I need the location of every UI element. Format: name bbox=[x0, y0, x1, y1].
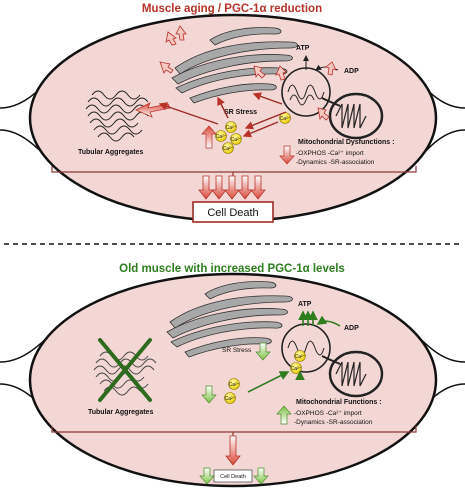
bottom-adp-label: ADP bbox=[344, 325, 359, 332]
bottom-title: Old muscle with increased PGC-1α levels bbox=[119, 263, 345, 275]
top-ca-increase-arrow bbox=[201, 125, 217, 149]
bottom-mitochondrion bbox=[281, 323, 384, 398]
top-bracket bbox=[51, 166, 417, 173]
top-cell-death-label: Cell Death bbox=[207, 207, 258, 219]
top-mito-down-arrow bbox=[279, 145, 295, 165]
top-ca-label: Ca²⁺ bbox=[226, 125, 237, 131]
top-mito-stress-arrows bbox=[275, 61, 337, 121]
top-sr-stress-label: SR Stress bbox=[224, 109, 257, 116]
top-arrow-ca-to-sr bbox=[217, 96, 229, 119]
top-ca-ion bbox=[222, 142, 234, 154]
top-atp-label: ATP bbox=[296, 45, 310, 52]
top-ca-ion bbox=[230, 133, 242, 145]
bottom-atp-label: ATP bbox=[298, 301, 312, 308]
bottom-mito-heading: Mitochondrial Functions : bbox=[296, 399, 382, 406]
bottom-sr-down-arrow bbox=[255, 342, 271, 361]
bottom-death-arrow bbox=[225, 435, 241, 466]
top-ca-ion bbox=[225, 121, 237, 133]
bottom-ca-label: Ca²⁺ bbox=[291, 366, 302, 372]
top-ca-ion bbox=[215, 130, 227, 142]
bottom-sr-stress-label: SR Stress bbox=[222, 347, 252, 354]
top-ca-single-label: Ca²⁺ bbox=[280, 116, 291, 122]
top-mito-heading: Mitochondrial Dysfunctions : bbox=[298, 139, 394, 146]
top-death-arrows bbox=[198, 175, 266, 200]
bottom-atp-arrows bbox=[298, 310, 341, 327]
bottom-ca-label: Ca²⁺ bbox=[295, 354, 306, 360]
top-panel: Muscle aging / PGC-1α reduction Tubular … bbox=[0, 3, 465, 223]
top-mito-line2: -Dynamics -SR-association bbox=[296, 159, 375, 166]
top-arrow-ca-to-tubular bbox=[158, 102, 219, 125]
top-mitochondrion bbox=[281, 67, 384, 140]
bottom-panel: Old muscle with increased PGC-1α levels … bbox=[0, 263, 465, 488]
bottom-ca-ion bbox=[224, 392, 236, 404]
bottom-death-right-arrow bbox=[253, 467, 269, 485]
bottom-ca-ion bbox=[228, 378, 240, 390]
bottom-bracket bbox=[51, 426, 417, 433]
top-cell-death-box bbox=[192, 201, 274, 223]
bottom-mito-up-arrow bbox=[276, 405, 292, 425]
top-arrow-mito-to-sr bbox=[252, 92, 283, 105]
top-arrow-ca-in bbox=[242, 121, 279, 138]
top-sr-stress-arrows bbox=[159, 25, 266, 79]
bottom-ca-label: Ca²⁺ bbox=[225, 396, 236, 402]
bottom-tubular-cross bbox=[98, 338, 152, 402]
bottom-calcium-left: Ca²⁺ Ca²⁺ bbox=[224, 378, 240, 404]
bottom-ca-uptake-arrows bbox=[247, 370, 305, 393]
bottom-mito-line1: -OXPHOS -Ca²⁺ import bbox=[294, 410, 362, 417]
bottom-ca-ion bbox=[294, 350, 306, 362]
bottom-tubular-label: Tubular Aggregates bbox=[88, 409, 153, 416]
top-ca-label: Ca²⁺ bbox=[216, 134, 227, 140]
top-mito-line1: -OXPHOS -Ca²⁺ import bbox=[296, 150, 364, 157]
bottom-mito-line2: -Dynamics -SR-association bbox=[294, 419, 373, 426]
top-tubular-aggregates bbox=[85, 90, 149, 142]
bottom-death-left-arrow bbox=[199, 467, 215, 485]
top-tubular-label: Tubular Aggregates bbox=[78, 149, 143, 156]
bottom-cell-death-label: Cell Death bbox=[220, 474, 246, 480]
top-ca-label: Ca²⁺ bbox=[223, 146, 234, 152]
bottom-sarcoplasmic-reticulum bbox=[166, 281, 293, 358]
bottom-ca-label: Ca²⁺ bbox=[229, 382, 240, 388]
top-title: Muscle aging / PGC-1α reduction bbox=[142, 3, 322, 15]
top-adp-label: ADP bbox=[344, 68, 359, 75]
bottom-ca-down-arrow bbox=[201, 385, 217, 404]
top-arrow-mito-to-ca bbox=[244, 111, 287, 130]
top-calcium-cluster: Ca²⁺ Ca²⁺ Ca²⁺ Ca²⁺ bbox=[215, 121, 242, 154]
top-ca-label: Ca²⁺ bbox=[231, 137, 242, 143]
